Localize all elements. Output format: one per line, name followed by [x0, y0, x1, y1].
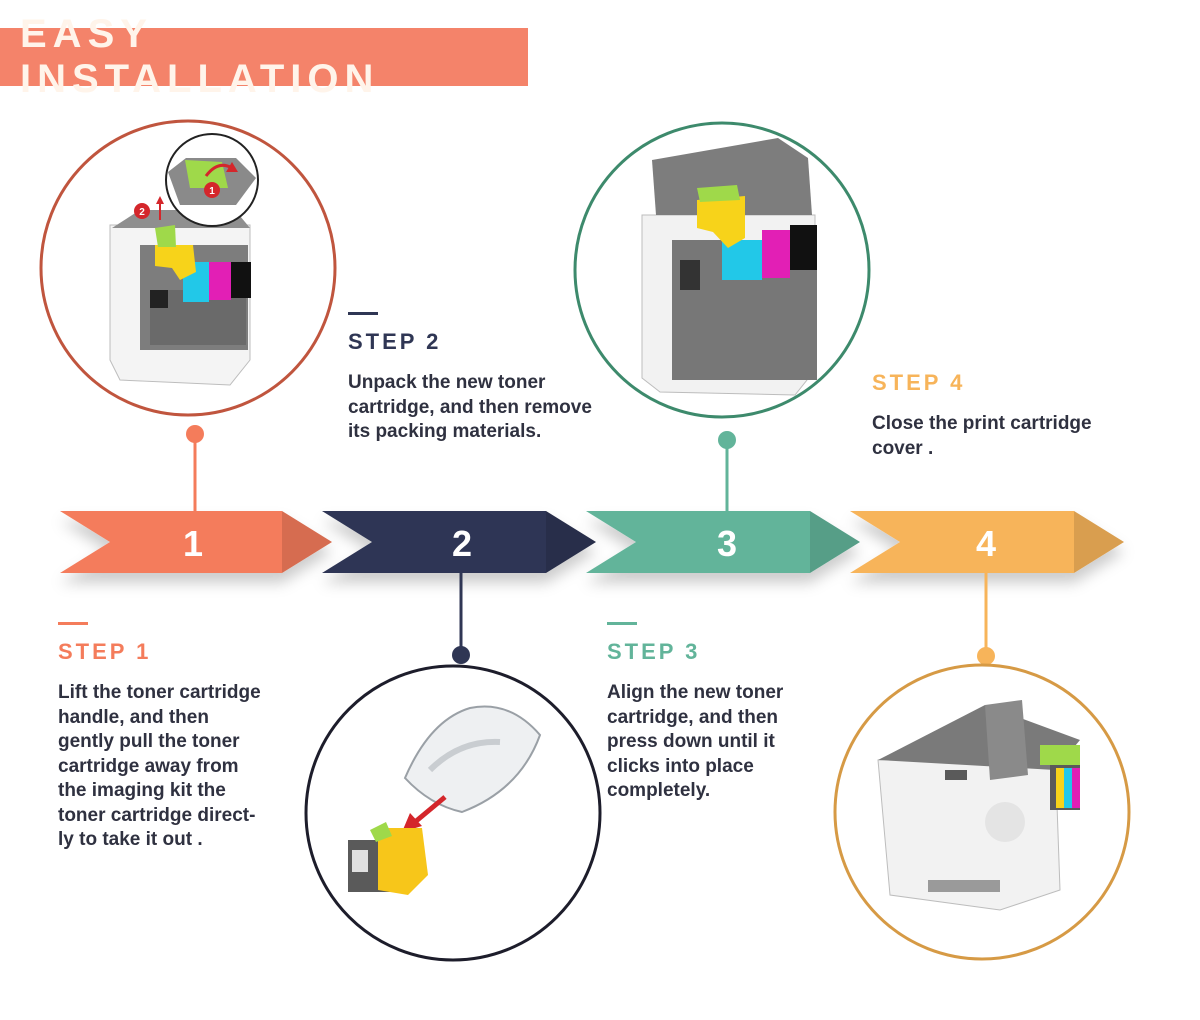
timeline-number-4: 4 — [975, 523, 997, 564]
arrow-step-4 — [850, 511, 1124, 573]
callout-number-2: 2 — [139, 207, 145, 218]
timeline — [60, 511, 1124, 573]
step-2-dash — [348, 312, 378, 315]
step-1-line: handle, and then — [58, 706, 209, 728]
step-4-line: Close the print cartridge — [872, 413, 1092, 434]
connector-3 — [718, 431, 736, 511]
packing-bag-icon — [403, 705, 542, 814]
step-1-line: gently pull the toner — [58, 731, 240, 752]
connector-4 — [977, 573, 995, 665]
toner-cartridge-icon — [697, 185, 745, 248]
step-3-line: clicks into place — [607, 755, 754, 777]
arrow-step-2 — [322, 511, 596, 573]
step-3-dash — [607, 622, 637, 625]
step-1-description: Lift the toner cartridge handle, and the… — [58, 681, 261, 853]
step-1-text-block: STEP 1 Lift the toner cartridge handle, … — [58, 622, 261, 853]
timeline-number-1: 1 — [182, 523, 204, 564]
step-4-text-block: STEP 4 Close the print cartridge cover . — [872, 370, 1092, 461]
page-title: EASY INSTALLATION — [20, 12, 380, 101]
step-3-title: STEP 3 — [607, 639, 701, 664]
step-1-title: STEP 1 — [58, 639, 152, 664]
step-3-description: Align the new toner cartridge, and then … — [607, 681, 783, 804]
step-1-dash — [58, 622, 88, 625]
printer-icon — [641, 138, 817, 396]
step-4-illustration — [833, 663, 1131, 961]
step-2-description: Unpack the new toner cartridge, and then… — [348, 371, 592, 445]
step-2-illustration — [304, 664, 602, 962]
step-1-line: toner cartridge direct- — [58, 804, 256, 826]
step-3-line: Align the new toner — [607, 682, 784, 703]
arrow-step-3 — [586, 511, 860, 573]
connector-2 — [452, 573, 470, 664]
connector-1 — [186, 425, 204, 511]
arrow-step-1 — [60, 511, 332, 573]
step-2-line: Unpack the new toner — [348, 372, 546, 393]
step-1-line: the imaging kit the — [58, 780, 226, 801]
step-2-title: STEP 2 — [348, 329, 442, 354]
step-2-line: its packing materials. — [348, 421, 542, 442]
step-4-title: STEP 4 — [872, 370, 966, 395]
red-arrow-icon — [402, 795, 447, 832]
timeline-number-2: 2 — [451, 523, 473, 564]
step-3-line: cartridge, and then — [607, 706, 779, 728]
step-3-line: press down until it — [607, 731, 775, 752]
step-3-line: completely. — [607, 780, 711, 801]
callout-number-1: 1 — [209, 186, 215, 197]
zoom-callout: 1 2 — [134, 133, 259, 227]
step-3-text-block: STEP 3 Align the new toner cartridge, an… — [607, 622, 783, 804]
step-1-line: Lift the toner cartridge — [58, 682, 261, 703]
step-1-illustration: 1 2 — [39, 119, 337, 417]
step-1-line: ly to take it out . — [58, 829, 203, 850]
printer-icon — [877, 700, 1080, 911]
step-2-line: cartridge, and then remove — [348, 396, 592, 418]
step-1-line: cartridge away from — [58, 755, 239, 777]
step-4-line: cover . — [872, 437, 934, 459]
timeline-number-3: 3 — [716, 523, 738, 564]
title-banner: EASY INSTALLATION — [0, 12, 528, 101]
toner-cartridge-icon — [155, 225, 196, 280]
printer-icon — [109, 210, 251, 386]
toner-cartridge-icon — [348, 822, 428, 895]
step-3-illustration — [573, 121, 871, 419]
step-2-text-block: STEP 2 Unpack the new toner cartridge, a… — [348, 312, 592, 445]
step-4-description: Close the print cartridge cover . — [872, 412, 1092, 461]
